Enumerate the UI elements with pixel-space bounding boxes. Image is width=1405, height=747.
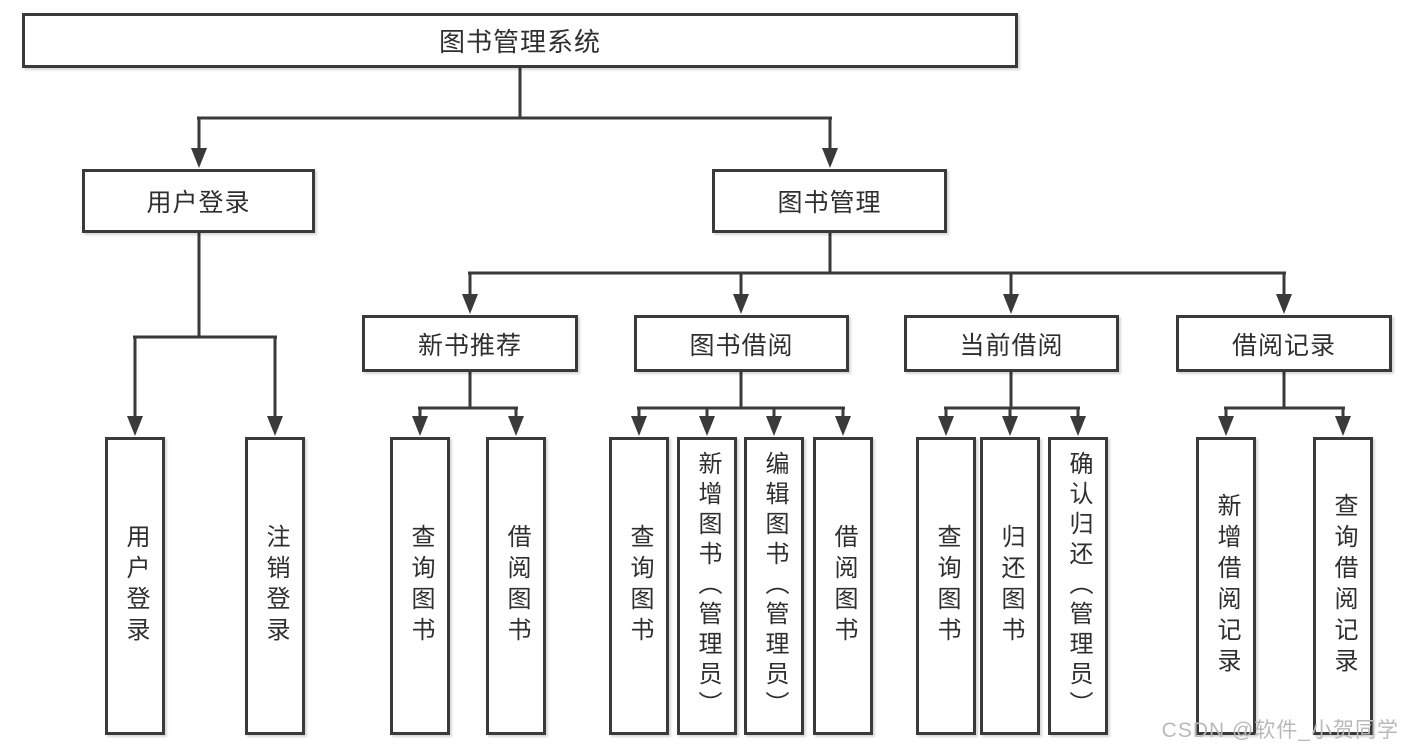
node-new-book-recommend: 新书推荐 [362, 315, 578, 372]
node-current-borrow: 当前借阅 [904, 315, 1119, 372]
leaf-query-borrow-record-label: 查询借阅记录 [1330, 493, 1357, 679]
node-borrow-records: 借阅记录 [1176, 315, 1392, 372]
leaf-borrow-books-2: 借阅图书 [813, 437, 873, 735]
node-book-borrow-label: 图书借阅 [689, 331, 794, 360]
leaf-query-borrow-record: 查询借阅记录 [1313, 437, 1373, 735]
node-new-book-recommend-label: 新书推荐 [417, 331, 522, 360]
leaf-query-books-2-label: 查询图书 [626, 524, 653, 648]
leaf-return-books: 归还图书 [980, 437, 1040, 735]
node-book-management: 图书管理 [712, 169, 947, 233]
leaf-borrow-books-1-label: 借阅图书 [503, 524, 530, 648]
leaf-add-books-admin: 新增图书（管理员） [677, 437, 737, 735]
leaf-edit-books-admin: 编辑图书（管理员） [744, 437, 804, 735]
node-book-management-label: 图书管理 [777, 189, 882, 217]
leaf-logout-login-label: 注销登录 [262, 524, 289, 648]
leaf-borrow-books-2-label: 借阅图书 [830, 524, 857, 648]
node-library-system-label: 图书管理系统 [438, 27, 601, 57]
watermark: CSDN @软件_小贺同学 [1161, 719, 1399, 742]
leaf-edit-books-admin-label: 编辑图书（管理员） [761, 451, 788, 721]
node-user-login-label: 用户登录 [146, 189, 251, 217]
leaf-confirm-return-admin-label: 确认归还（管理员） [1065, 451, 1092, 721]
leaf-query-books-3-label: 查询图书 [933, 524, 960, 648]
leaf-query-books-1-label: 查询图书 [407, 524, 434, 648]
node-current-borrow-label: 当前借阅 [959, 331, 1064, 360]
leaf-return-books-label: 归还图书 [997, 524, 1024, 648]
leaf-query-books-3: 查询图书 [916, 437, 976, 735]
leaf-add-books-admin-label: 新增图书（管理员） [694, 451, 721, 721]
leaf-add-borrow-record-label: 新增借阅记录 [1213, 493, 1240, 679]
leaf-query-books-2: 查询图书 [609, 437, 669, 735]
leaf-confirm-return-admin: 确认归还（管理员） [1048, 437, 1108, 735]
node-user-login: 用户登录 [82, 169, 315, 233]
node-borrow-records-label: 借阅记录 [1231, 331, 1336, 360]
node-book-borrow: 图书借阅 [634, 315, 849, 372]
leaf-user-login: 用户登录 [105, 437, 165, 735]
leaf-borrow-books-1: 借阅图书 [486, 437, 546, 735]
leaf-logout-login: 注销登录 [245, 437, 305, 735]
leaf-user-login-label: 用户登录 [122, 524, 149, 648]
leaf-add-borrow-record: 新增借阅记录 [1196, 437, 1256, 735]
node-library-system: 图书管理系统 [22, 13, 1018, 68]
leaf-query-books-1: 查询图书 [390, 437, 450, 735]
